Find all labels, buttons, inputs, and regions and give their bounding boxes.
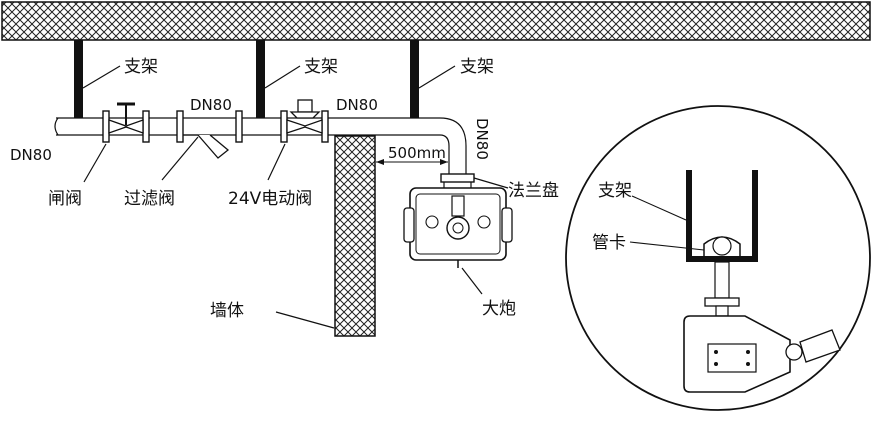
label-dn80-mid: DN80	[190, 96, 232, 114]
label-distance: 500mm	[388, 144, 446, 162]
flange-plate	[440, 173, 475, 183]
gate-valve	[108, 102, 144, 134]
label-support-2: 支架	[304, 57, 338, 77]
label-pipe-clamp: 管卡	[592, 233, 626, 253]
label-cannon: 大炮	[482, 299, 516, 319]
detail-view	[565, 105, 871, 411]
leader-lines	[82, 65, 509, 329]
label-wall: 墙体	[210, 301, 244, 321]
label-dn80-right: DN80	[336, 96, 378, 114]
ceiling	[1, 1, 871, 41]
label-detail-support: 支架	[598, 181, 632, 201]
filter-valve	[183, 134, 230, 159]
support-rod-3	[410, 40, 419, 118]
electric-valve	[286, 99, 323, 134]
label-support-3: 支架	[460, 57, 494, 77]
label-electric-valve: 24V电动阀	[228, 189, 312, 209]
wall-block	[334, 135, 376, 337]
label-support-1: 支架	[124, 57, 158, 77]
label-filter-valve: 过滤阀	[124, 189, 175, 209]
label-dn80-left: DN80	[10, 146, 52, 164]
pipe-flanges	[102, 110, 329, 143]
main-pipe	[54, 117, 467, 174]
dimension-500mm	[376, 159, 448, 165]
label-gate-valve: 闸阀	[48, 189, 82, 209]
support-rod-2	[256, 40, 265, 118]
support-rod-1	[74, 40, 83, 118]
label-flange: 法兰盘	[508, 181, 559, 201]
label-dn80-vertical: DN80	[473, 118, 491, 160]
cannon-body	[403, 187, 513, 268]
